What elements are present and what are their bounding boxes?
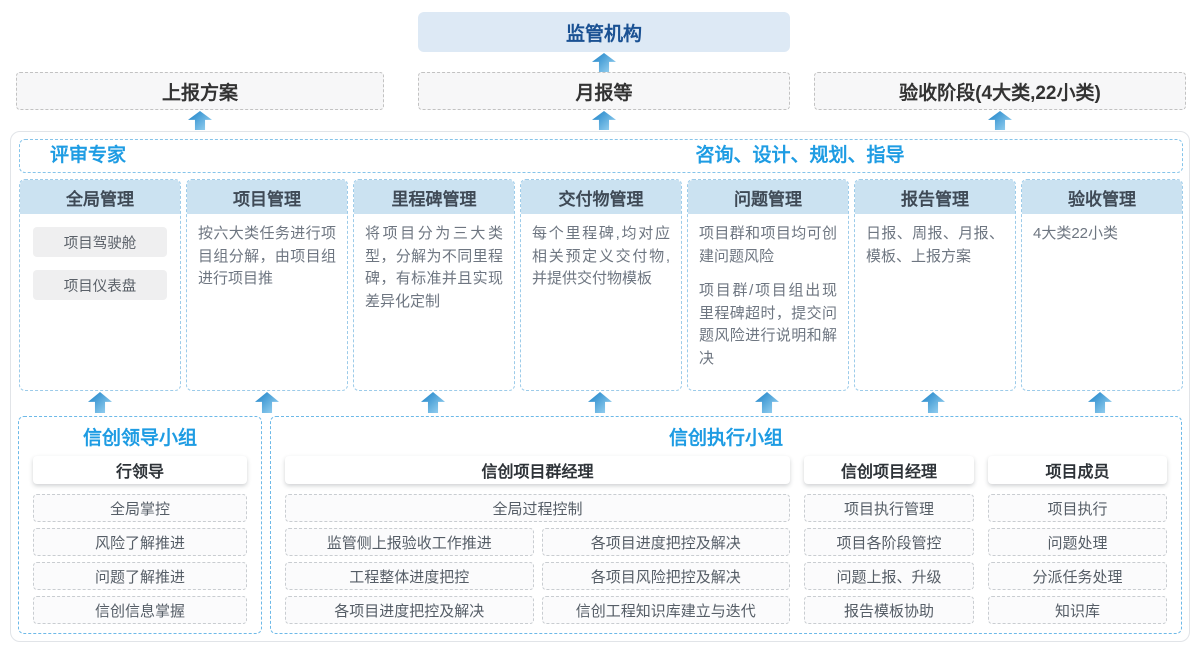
column-title: 问题管理 bbox=[688, 180, 848, 214]
up-arrow-icon bbox=[988, 111, 1012, 130]
column-description: 每个里程碑,均对应相关预定义交付物,并提供交付物模板 bbox=[532, 225, 670, 287]
column-description: 将项目分为三大类型，分解为不同里程碑，有标准并且实现差异化定制 bbox=[365, 225, 503, 310]
column-report-management: 报告管理 日报、周报、月报、模板、上报方案 bbox=[854, 179, 1016, 391]
role-project-manager: 信创项目经理 bbox=[804, 456, 974, 484]
program-manager-group: 信创项目群经理 全局过程控制 监管侧上报验收工作推进 各项目进度把控及解决 工程… bbox=[285, 456, 790, 624]
list-item: 监管侧上报验收工作推进 bbox=[285, 528, 534, 556]
list-item: 知识库 bbox=[988, 596, 1167, 624]
list-item: 信创工程知识库建立与迭代 bbox=[541, 596, 790, 624]
regulator-box: 监管机构 bbox=[418, 12, 790, 52]
column-title: 里程碑管理 bbox=[354, 180, 514, 214]
output-box-acceptance-stage: 验收阶段(4大类,22小类) bbox=[814, 72, 1186, 110]
leadership-group-title: 信创领导小组 bbox=[82, 428, 197, 449]
column-title: 报告管理 bbox=[855, 180, 1015, 214]
review-experts-label: 评审专家 bbox=[50, 145, 127, 166]
list-item: 风险了解推进 bbox=[33, 528, 247, 556]
list-item: 问题了解推进 bbox=[33, 562, 247, 590]
column-title: 验收管理 bbox=[1022, 180, 1182, 214]
column-acceptance-management: 验收管理 4大类22小类 bbox=[1021, 179, 1183, 391]
chip-project-dashboard: 项目仪表盘 bbox=[33, 270, 167, 300]
column-title: 交付物管理 bbox=[521, 180, 681, 214]
list-item: 全局过程控制 bbox=[285, 494, 790, 522]
list-item: 报告模板协助 bbox=[804, 596, 974, 624]
column-milestone-management: 里程碑管理 将项目分为三大类型，分解为不同里程碑，有标准并且实现差异化定制 bbox=[353, 179, 515, 391]
execution-group-panel: 信创执行小组 信创项目群经理 全局过程控制 监管侧上报验收工作推进 各项目进度把… bbox=[270, 416, 1182, 634]
project-manager-group: 信创项目经理 项目执行管理 项目各阶段管控 问题上报、升级 报告模板协助 bbox=[804, 456, 974, 624]
column-description: 按六大类任务进行项目组分解，由项目组进行项目推 bbox=[198, 225, 336, 287]
list-item: 各项目进度把控及解决 bbox=[541, 528, 790, 556]
role-bank-leader: 行领导 bbox=[33, 456, 247, 484]
column-description: 项目群/项目组出现里程碑超时，提交问题风险进行说明和解决 bbox=[699, 282, 837, 367]
output-box-monthly-report: 月报等 bbox=[418, 72, 790, 110]
project-member-group: 项目成员 项目执行 问题处理 分派任务处理 知识库 bbox=[988, 456, 1167, 624]
role-project-member: 项目成员 bbox=[988, 456, 1167, 484]
list-item: 项目各阶段管控 bbox=[804, 528, 974, 556]
column-description: 日报、周报、月报、模板、上报方案 bbox=[866, 225, 1004, 265]
column-issue-management: 问题管理 项目群和项目均可创建问题风险 项目群/项目组出现里程碑超时，提交问题风… bbox=[687, 179, 849, 391]
column-project-management: 项目管理 按六大类任务进行项目组分解，由项目组进行项目推 bbox=[186, 179, 348, 391]
platform-container: 评审专家 咨询、设计、规划、指导 全局管理 项目驾驶舱 项目仪表盘 项目管理 按… bbox=[10, 131, 1190, 642]
list-item: 各项目风险把控及解决 bbox=[541, 562, 790, 590]
column-global-management: 全局管理 项目驾驶舱 项目仪表盘 bbox=[19, 179, 181, 391]
column-title: 全局管理 bbox=[20, 180, 180, 214]
management-columns: 全局管理 项目驾驶舱 项目仪表盘 项目管理 按六大类任务进行项目组分解，由项目组… bbox=[19, 179, 1183, 391]
list-item: 项目执行管理 bbox=[804, 494, 974, 522]
column-title: 项目管理 bbox=[187, 180, 347, 214]
column-description: 4大类22小类 bbox=[1033, 225, 1119, 242]
bottom-layer: 信创领导小组 行领导 全局掌控 风险了解推进 问题了解推进 信创信息掌握 信创执… bbox=[10, 131, 1190, 642]
up-arrow-icon bbox=[592, 53, 616, 72]
experts-header: 评审专家 咨询、设计、规划、指导 bbox=[19, 139, 1183, 173]
column-description: 项目群和项目均可创建问题风险 bbox=[699, 225, 837, 265]
output-box-report-plan: 上报方案 bbox=[16, 72, 384, 110]
list-item: 信创信息掌握 bbox=[33, 596, 247, 624]
list-item: 问题上报、升级 bbox=[804, 562, 974, 590]
role-program-manager: 信创项目群经理 bbox=[285, 456, 790, 484]
chip-project-cockpit: 项目驾驶舱 bbox=[33, 227, 167, 257]
list-item: 分派任务处理 bbox=[988, 562, 1167, 590]
up-arrow-icon bbox=[592, 111, 616, 130]
list-item: 各项目进度把控及解决 bbox=[285, 596, 534, 624]
list-item: 项目执行 bbox=[988, 494, 1167, 522]
list-item: 全局掌控 bbox=[33, 494, 247, 522]
column-deliverable-management: 交付物管理 每个里程碑,均对应相关预定义交付物,并提供交付物模板 bbox=[520, 179, 682, 391]
execution-group-title: 信创执行小组 bbox=[668, 428, 783, 449]
up-arrow-icon bbox=[188, 111, 212, 130]
list-item: 工程整体进度把控 bbox=[285, 562, 534, 590]
leadership-group-panel: 信创领导小组 行领导 全局掌控 风险了解推进 问题了解推进 信创信息掌握 bbox=[18, 416, 262, 634]
consulting-label: 咨询、设计、规划、指导 bbox=[695, 145, 905, 166]
list-item: 问题处理 bbox=[988, 528, 1167, 556]
